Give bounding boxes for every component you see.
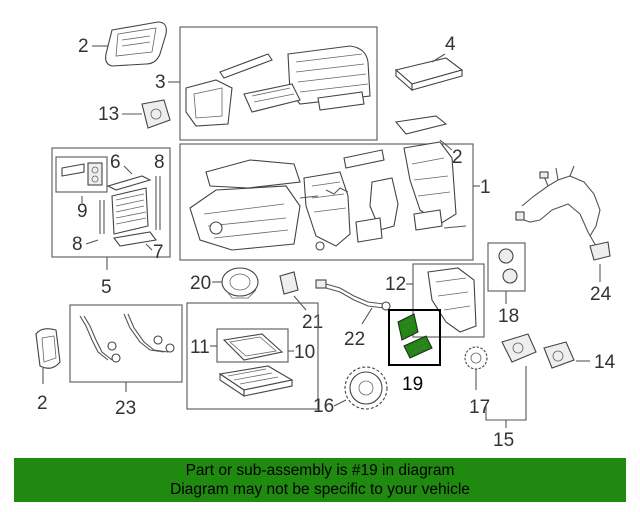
leader-2-case bbox=[439, 139, 453, 151]
leader-4 bbox=[431, 53, 446, 63]
callout-23: 23 bbox=[115, 398, 136, 419]
callout-1: 1 bbox=[480, 177, 491, 198]
part-19-highlighted bbox=[397, 313, 433, 359]
part-1-hvac-case bbox=[189, 115, 467, 251]
callout-20: 20 bbox=[190, 273, 211, 294]
banner-line-2: Diagram may not be specific to your vehi… bbox=[170, 481, 470, 498]
part-21-resistor bbox=[279, 271, 299, 295]
part-13-actuator bbox=[141, 99, 171, 129]
part-23-lines bbox=[79, 313, 175, 363]
leader-7 bbox=[145, 243, 153, 251]
leader-8-left bbox=[85, 239, 99, 245]
group-box-19 bbox=[388, 309, 441, 366]
part-3-components bbox=[185, 45, 371, 127]
callout-19: 19 bbox=[402, 374, 423, 395]
group-box-3 bbox=[179, 26, 378, 141]
callout-9: 9 bbox=[77, 201, 88, 222]
part-24-wiring-harness bbox=[515, 165, 611, 261]
part-22-chain-detail bbox=[299, 187, 349, 199]
callout-15: 15 bbox=[493, 430, 514, 451]
callout-2-case: 2 bbox=[452, 147, 463, 168]
group-box-5 bbox=[51, 147, 171, 258]
callout-14: 14 bbox=[594, 352, 616, 373]
callout-8-right: 8 bbox=[154, 152, 165, 173]
part-18-actuators bbox=[498, 248, 518, 284]
bracket-15 bbox=[485, 366, 527, 421]
leader-22 bbox=[361, 307, 373, 325]
part-20-blower-motor bbox=[221, 267, 259, 299]
callout-4: 4 bbox=[445, 34, 456, 55]
callout-7: 7 bbox=[153, 242, 164, 263]
callout-21: 21 bbox=[302, 312, 323, 333]
part-15-actuator bbox=[501, 333, 537, 363]
info-banner: Part or sub-assembly is #19 in diagram D… bbox=[14, 458, 626, 502]
part-12-housing bbox=[427, 267, 477, 333]
part-17-gear bbox=[464, 346, 488, 370]
callout-5: 5 bbox=[101, 277, 112, 298]
callout-8-left: 8 bbox=[72, 234, 83, 255]
part-evaporator bbox=[99, 175, 161, 247]
callout-18: 18 bbox=[498, 306, 519, 327]
group-box-23 bbox=[69, 304, 183, 383]
group-box-10 bbox=[186, 302, 319, 410]
group-box-12 bbox=[412, 263, 485, 338]
banner-line-1: Part or sub-assembly is #19 in diagram bbox=[185, 462, 455, 479]
callout-6: 6 bbox=[110, 152, 121, 173]
part-10-11-seals-filter bbox=[218, 333, 294, 398]
callout-12: 12 bbox=[385, 274, 406, 295]
callout-3: 3 bbox=[155, 72, 166, 93]
callout-24: 24 bbox=[590, 284, 612, 305]
part-2-duct-top bbox=[105, 21, 167, 67]
part-22-cable bbox=[315, 279, 391, 311]
part-14-actuator bbox=[543, 341, 575, 369]
callout-10: 10 bbox=[294, 342, 315, 363]
group-box-1 bbox=[179, 143, 474, 261]
part-16-gear bbox=[344, 366, 388, 410]
callout-16: 16 bbox=[313, 396, 334, 417]
group-box-9 bbox=[55, 156, 108, 193]
callout-2-lower: 2 bbox=[37, 393, 48, 414]
callout-22: 22 bbox=[344, 329, 365, 350]
part-9-valve bbox=[61, 162, 103, 186]
part-2-lower-vent bbox=[35, 328, 61, 369]
leader-16 bbox=[333, 399, 347, 407]
leader-6 bbox=[123, 165, 133, 175]
part-4-cabin-filter bbox=[394, 57, 464, 92]
callout-2-top: 2 bbox=[78, 36, 89, 57]
callout-11: 11 bbox=[190, 337, 210, 358]
callout-13: 13 bbox=[98, 104, 119, 125]
callout-17: 17 bbox=[469, 397, 490, 418]
